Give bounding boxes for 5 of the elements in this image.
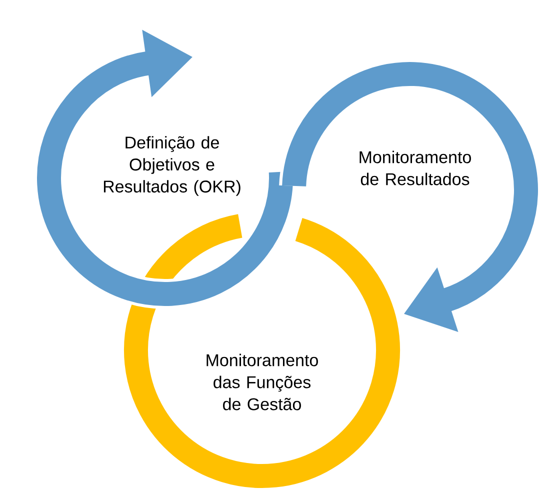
ring: Monitoramento de Resultados bbox=[279, 59, 541, 332]
node-label: Definição de Objetivos e Resultados (OKR) bbox=[104, 136, 240, 196]
ring: Monitoramento das Funções de Gestão bbox=[121, 211, 403, 491]
ring: Definição de Objetivos e Resultados (OKR) bbox=[34, 30, 296, 309]
node-label: Monitoramento de Resultados bbox=[360, 150, 471, 186]
